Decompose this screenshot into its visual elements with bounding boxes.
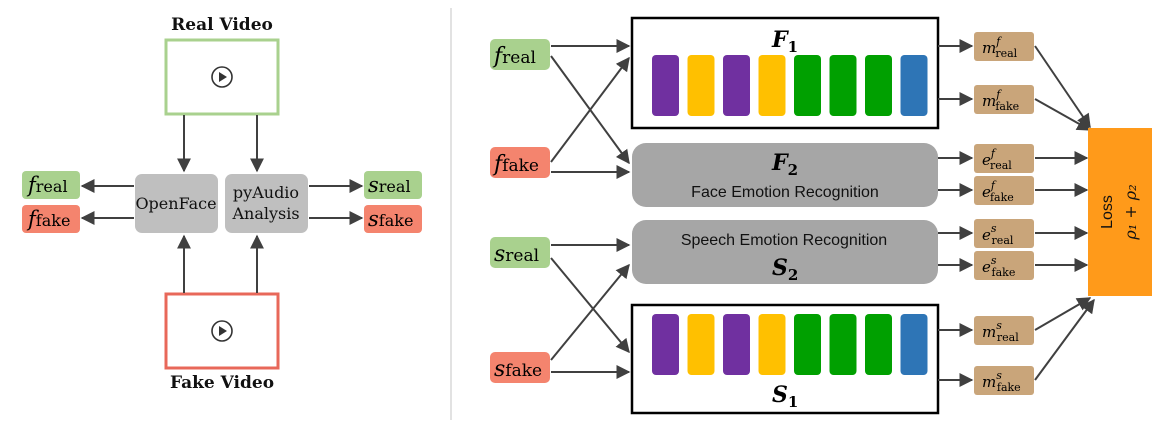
- input-tag-f-real: freal: [490, 39, 550, 70]
- loss-box: Loss ρ₁ + ρ₂: [1088, 128, 1152, 296]
- network-layer-block: [758, 314, 786, 375]
- network-layer-block: [829, 314, 857, 375]
- loss-label: Loss: [1099, 195, 1116, 229]
- svg-text:S1: S1: [772, 382, 798, 411]
- svg-text:sfake: sfake: [494, 357, 542, 382]
- openface-label: OpenFace: [135, 194, 216, 213]
- input-arrows: [550, 39, 631, 379]
- s1-network: S1: [630, 303, 940, 415]
- svg-text:F2: F2: [771, 150, 798, 179]
- play-icon: [211, 320, 233, 342]
- pyaudio-box: [225, 174, 308, 233]
- output-tag-f-real: freal: [22, 171, 80, 199]
- play-icon: [211, 66, 233, 88]
- f2-caption: Face Emotion Recognition: [691, 184, 879, 201]
- output-tag-f-fake: ffake: [22, 205, 80, 233]
- s2-caption: Speech Emotion Recognition: [681, 232, 887, 249]
- network-layer-block: [900, 55, 928, 116]
- network-layer-block: [794, 55, 821, 116]
- output-tag-s-fake: sfake: [364, 205, 422, 233]
- network-layers: [652, 55, 928, 116]
- fake-video-label: Fake Video: [170, 373, 274, 393]
- input-tag-s-real: sreal: [490, 237, 550, 268]
- svg-text:ffake: ffake: [492, 152, 539, 177]
- network-layer-block: [865, 314, 892, 375]
- network-layer-block: [687, 55, 715, 116]
- output-arrows: [938, 39, 974, 387]
- loss-arrows: [1034, 45, 1095, 381]
- f2-face-emotion-box: F2 Face Emotion Recognition: [632, 143, 938, 207]
- network-layer-block: [794, 314, 821, 375]
- svg-text:S2: S2: [772, 255, 798, 284]
- network-layer-block: [758, 55, 786, 116]
- pyaudio-label-line1: pyAudio: [233, 183, 299, 202]
- network-layer-block: [723, 314, 750, 375]
- s2-speech-emotion-box: Speech Emotion Recognition S2: [632, 220, 938, 284]
- network-layer-block: [900, 314, 928, 375]
- network-layer-block: [723, 55, 750, 116]
- svg-text:F1: F1: [771, 27, 798, 56]
- network-layer-block: [687, 314, 715, 375]
- output-tag-s-real: sreal: [364, 171, 422, 199]
- input-tag-f-fake: ffake: [490, 147, 550, 178]
- input-tag-s-fake: sfake: [490, 352, 550, 383]
- network-layer-block: [865, 55, 892, 116]
- network-layer-block: [652, 55, 679, 116]
- right-panel: freal ffake sreal sfake F1 F2 Face Emoti…: [490, 16, 1152, 415]
- svg-text:freal: freal: [26, 173, 68, 197]
- svg-text:sfake: sfake: [368, 207, 413, 231]
- svg-text:sreal: sreal: [494, 242, 539, 267]
- network-layer-block: [652, 314, 679, 375]
- openface-box: [135, 174, 218, 233]
- network-layer-block: [829, 55, 857, 116]
- real-video-label: Real Video: [171, 15, 273, 35]
- svg-text:sreal: sreal: [368, 173, 411, 197]
- pyaudio-label-line2: Analysis: [231, 204, 299, 223]
- network-layers: [652, 314, 928, 375]
- loss-formula: ρ₁ + ρ₂: [1121, 184, 1140, 240]
- svg-text:freal: freal: [492, 44, 536, 69]
- f1-network: F1: [630, 16, 940, 130]
- svg-text:ffake: ffake: [26, 207, 70, 231]
- left-panel: Real Video Fake Video OpenFace pyAudio A…: [22, 15, 422, 393]
